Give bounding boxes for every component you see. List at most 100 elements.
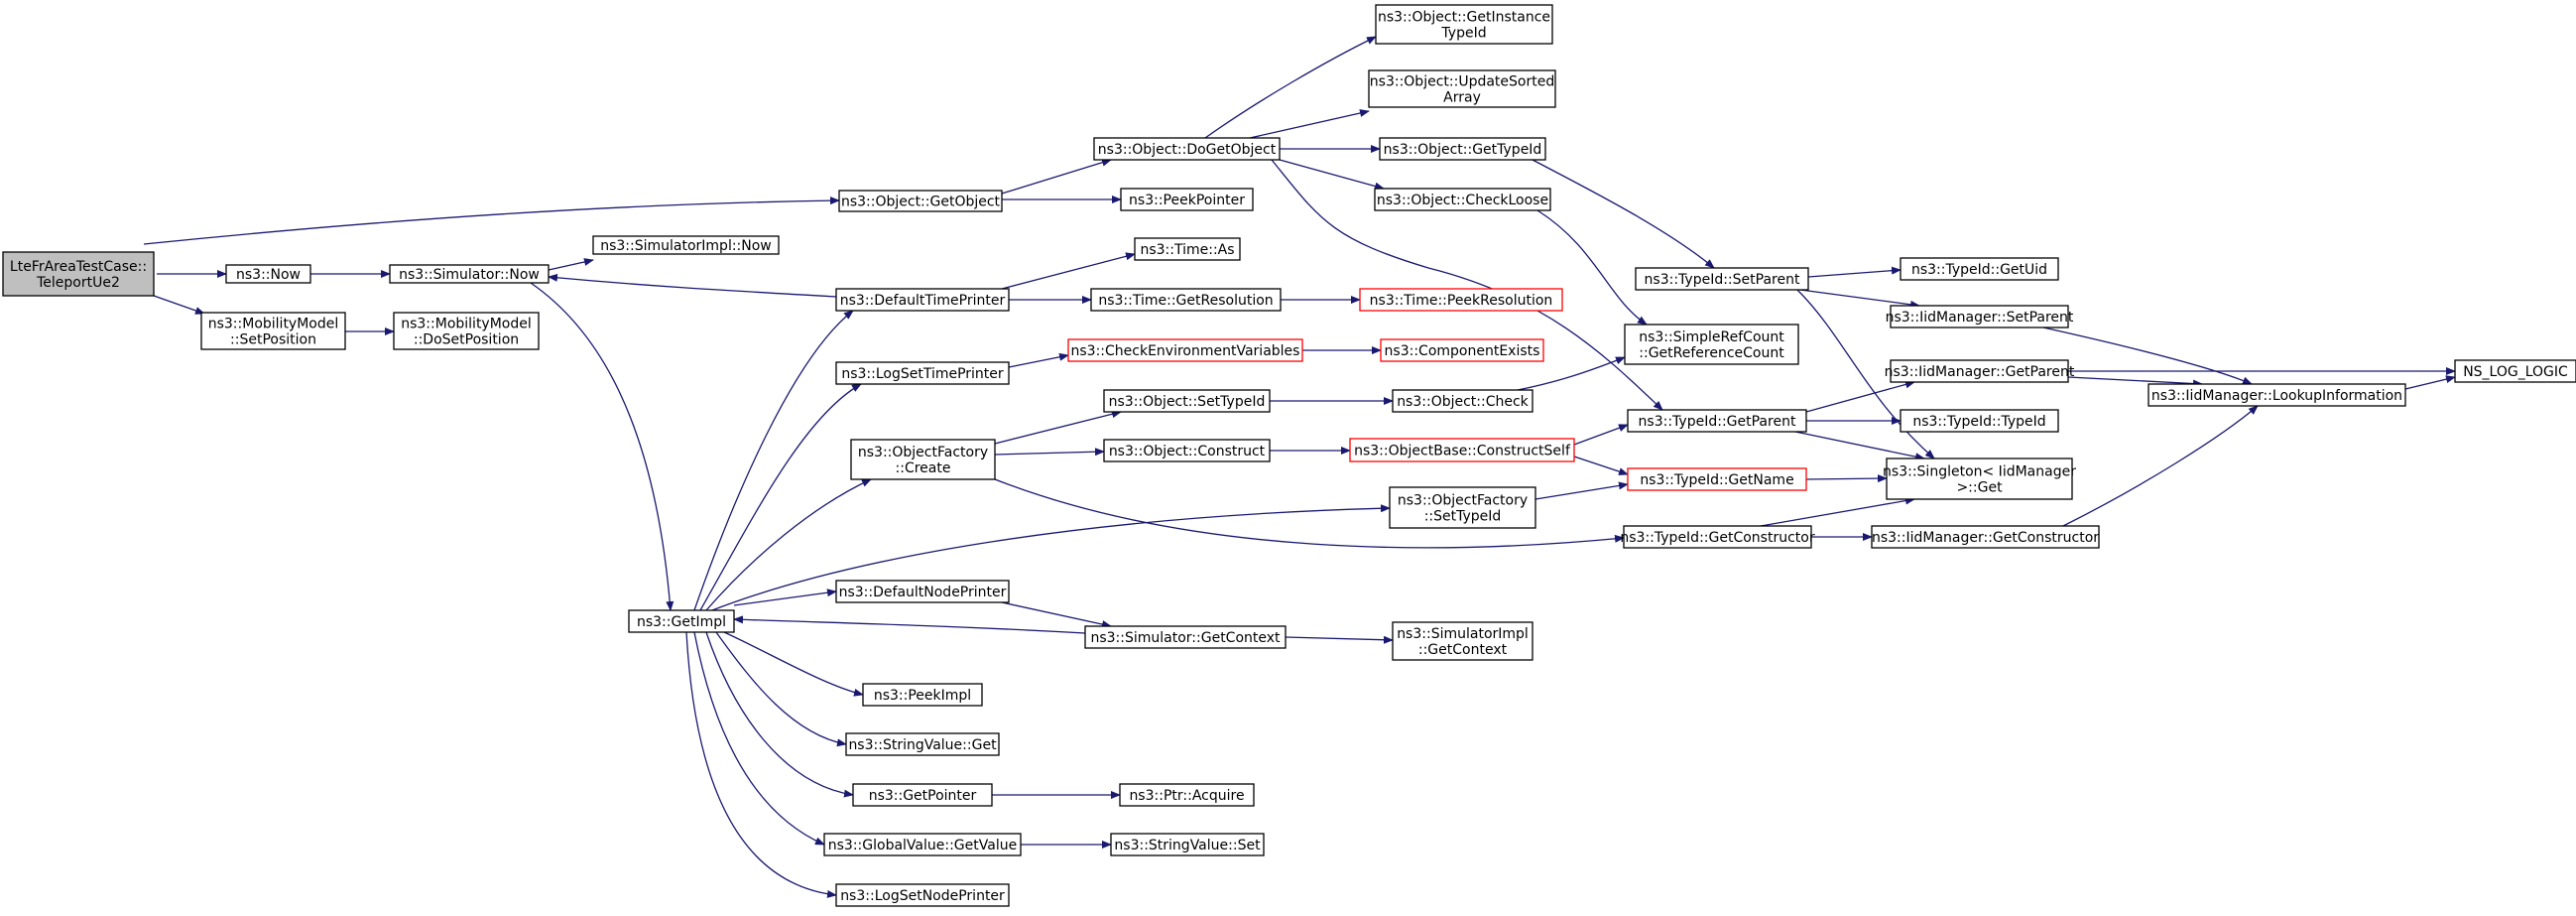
- node-box[interactable]: [1890, 305, 2069, 328]
- node-typeIdSetParent[interactable]: ns3::TypeId::SetParent: [1635, 267, 1809, 291]
- node-typeIdGetConstructor[interactable]: ns3::TypeId::GetConstructor: [1620, 525, 1815, 549]
- node-box[interactable]: [592, 235, 780, 255]
- node-box[interactable]: [1368, 69, 1556, 108]
- node-compExists[interactable]: ns3::ComponentExists: [1380, 338, 1544, 362]
- node-typeIdTypeId[interactable]: ns3::TypeId::TypeId: [1900, 409, 2059, 433]
- node-defTimePrinter[interactable]: ns3::DefaultTimePrinter: [835, 288, 1010, 312]
- node-box[interactable]: [1103, 439, 1271, 462]
- node-globalValGet[interactable]: ns3::GlobalValue::GetValue: [823, 833, 1022, 856]
- node-box[interactable]: [835, 883, 1010, 907]
- node-peekImpl[interactable]: ns3::PeekImpl: [862, 683, 983, 707]
- node-simImplGetContext[interactable]: ns3::SimulatorImpl::GetContext: [1392, 621, 1533, 661]
- node-box[interactable]: [389, 264, 550, 284]
- node-peekPointer[interactable]: ns3::PeekPointer: [1120, 188, 1254, 211]
- node-singletonGet[interactable]: ns3::Singleton< IidManager >::Get: [1883, 458, 2076, 500]
- node-defNodePrinter[interactable]: ns3::DefaultNodePrinter: [835, 580, 1010, 603]
- node-box[interactable]: [2147, 383, 2406, 407]
- node-box[interactable]: [1623, 525, 1812, 549]
- node-now[interactable]: ns3::Now: [225, 264, 311, 284]
- node-typeIdGetUid[interactable]: ns3::TypeId::GetUid: [1900, 257, 2059, 281]
- node-box[interactable]: [1090, 288, 1282, 312]
- node-iidSetParent[interactable]: ns3::IidManager::SetParent: [1886, 305, 2074, 328]
- node-ptrAcquire[interactable]: ns3::Ptr::Acquire: [1119, 783, 1255, 807]
- node-doGetObject[interactable]: ns3::Object::DoGetObject: [1093, 137, 1281, 161]
- node-box[interactable]: [1886, 458, 2073, 500]
- node-box[interactable]: [1392, 621, 1533, 661]
- node-box[interactable]: [628, 609, 735, 633]
- node-getImpl[interactable]: ns3::GetImpl: [628, 609, 735, 633]
- node-box[interactable]: [1624, 324, 1799, 365]
- node-box[interactable]: [835, 288, 1010, 312]
- node-box[interactable]: [835, 361, 1010, 385]
- node-box[interactable]: [1379, 137, 1546, 161]
- node-box[interactable]: [200, 312, 346, 350]
- node-box[interactable]: [393, 312, 540, 350]
- node-box[interactable]: [1375, 4, 1553, 45]
- node-getPointer[interactable]: ns3::GetPointer: [852, 783, 993, 807]
- node-box[interactable]: [1120, 188, 1254, 211]
- node-box[interactable]: [1110, 833, 1265, 856]
- node-mobSetPos[interactable]: ns3::MobilityModel::SetPosition: [200, 312, 346, 350]
- node-box[interactable]: [1119, 783, 1255, 807]
- node-logSetNodePrinter[interactable]: ns3::LogSetNodePrinter: [835, 883, 1010, 907]
- node-simpleRefCount[interactable]: ns3::SimpleRefCount::GetReferenceCount: [1624, 324, 1799, 365]
- node-box[interactable]: [852, 783, 993, 807]
- node-objFactSetTypeId[interactable]: ns3::ObjectFactory::SetTypeId: [1389, 486, 1536, 529]
- node-simImplNow[interactable]: ns3::SimulatorImpl::Now: [592, 235, 780, 255]
- node-root[interactable]: LteFrAreaTestCase::TeleportUe2: [2, 251, 155, 297]
- node-box[interactable]: [835, 580, 1010, 603]
- node-nsLogLogic[interactable]: NS_LOG_LOGIC: [2454, 359, 2576, 383]
- node-typeIdGetName[interactable]: ns3::TypeId::GetName: [1627, 467, 1807, 491]
- node-mobDoSetPos[interactable]: ns3::MobilityModel::DoSetPosition: [393, 312, 540, 350]
- node-constructSelf[interactable]: ns3::ObjectBase::ConstructSelf: [1349, 438, 1575, 462]
- node-typeIdGetParent[interactable]: ns3::TypeId::GetParent: [1627, 409, 1807, 433]
- node-strValGet[interactable]: ns3::StringValue::Get: [845, 732, 1000, 756]
- node-box[interactable]: [845, 732, 1000, 756]
- node-box[interactable]: [1093, 137, 1281, 161]
- node-box[interactable]: [225, 264, 311, 284]
- node-logSetTimePrinter[interactable]: ns3::LogSetTimePrinter: [835, 361, 1010, 385]
- node-box[interactable]: [1635, 267, 1809, 291]
- node-getObject[interactable]: ns3::Object::GetObject: [838, 190, 1003, 212]
- node-box[interactable]: [1103, 389, 1271, 413]
- node-iidLookup[interactable]: ns3::IidManager::LookupInformation: [2147, 383, 2406, 407]
- node-box[interactable]: [2454, 359, 2576, 383]
- node-box[interactable]: [1900, 257, 2059, 281]
- node-strValSet[interactable]: ns3::StringValue::Set: [1110, 833, 1265, 856]
- node-iidGetParent[interactable]: ns3::IidManager::GetParent: [1885, 359, 2075, 383]
- node-objSetTypeId[interactable]: ns3::Object::SetTypeId: [1103, 389, 1271, 413]
- node-iidGetConstructor[interactable]: ns3::IidManager::GetConstructor: [1871, 525, 2100, 549]
- node-box[interactable]: [1380, 338, 1544, 362]
- node-box[interactable]: [1392, 389, 1533, 413]
- node-box[interactable]: [862, 683, 983, 707]
- node-box[interactable]: [1084, 625, 1287, 649]
- node-timePeekRes[interactable]: ns3::Time::PeekResolution: [1359, 288, 1563, 312]
- node-box[interactable]: [838, 190, 1003, 212]
- node-box[interactable]: [1389, 486, 1536, 529]
- node-checkLoose[interactable]: ns3::Object::CheckLoose: [1374, 188, 1551, 211]
- node-box[interactable]: [1900, 409, 2059, 433]
- node-box[interactable]: [2, 251, 155, 297]
- node-box[interactable]: [1890, 359, 2069, 383]
- node-box[interactable]: [1627, 409, 1807, 433]
- node-objGetTypeId[interactable]: ns3::Object::GetTypeId: [1379, 137, 1546, 161]
- node-box[interactable]: [1627, 467, 1807, 491]
- node-objFactCreate[interactable]: ns3::ObjectFactory::Create: [850, 439, 996, 480]
- node-box[interactable]: [1134, 237, 1241, 261]
- node-objCheck[interactable]: ns3::Object::Check: [1392, 389, 1533, 413]
- node-box[interactable]: [823, 833, 1022, 856]
- node-box[interactable]: [1349, 438, 1575, 462]
- node-box[interactable]: [1359, 288, 1563, 312]
- node-timeGetRes[interactable]: ns3::Time::GetResolution: [1090, 288, 1282, 312]
- node-timeAs[interactable]: ns3::Time::As: [1134, 237, 1241, 261]
- node-box[interactable]: [1871, 525, 2100, 549]
- node-simGetContext[interactable]: ns3::Simulator::GetContext: [1084, 625, 1287, 649]
- node-checkEnvVars[interactable]: ns3::CheckEnvironmentVariables: [1067, 338, 1303, 362]
- node-box[interactable]: [850, 439, 996, 480]
- node-box[interactable]: [1067, 338, 1303, 362]
- node-objConstruct[interactable]: ns3::Object::Construct: [1103, 439, 1271, 462]
- node-box[interactable]: [1374, 188, 1551, 211]
- node-simNow[interactable]: ns3::Simulator::Now: [389, 264, 550, 284]
